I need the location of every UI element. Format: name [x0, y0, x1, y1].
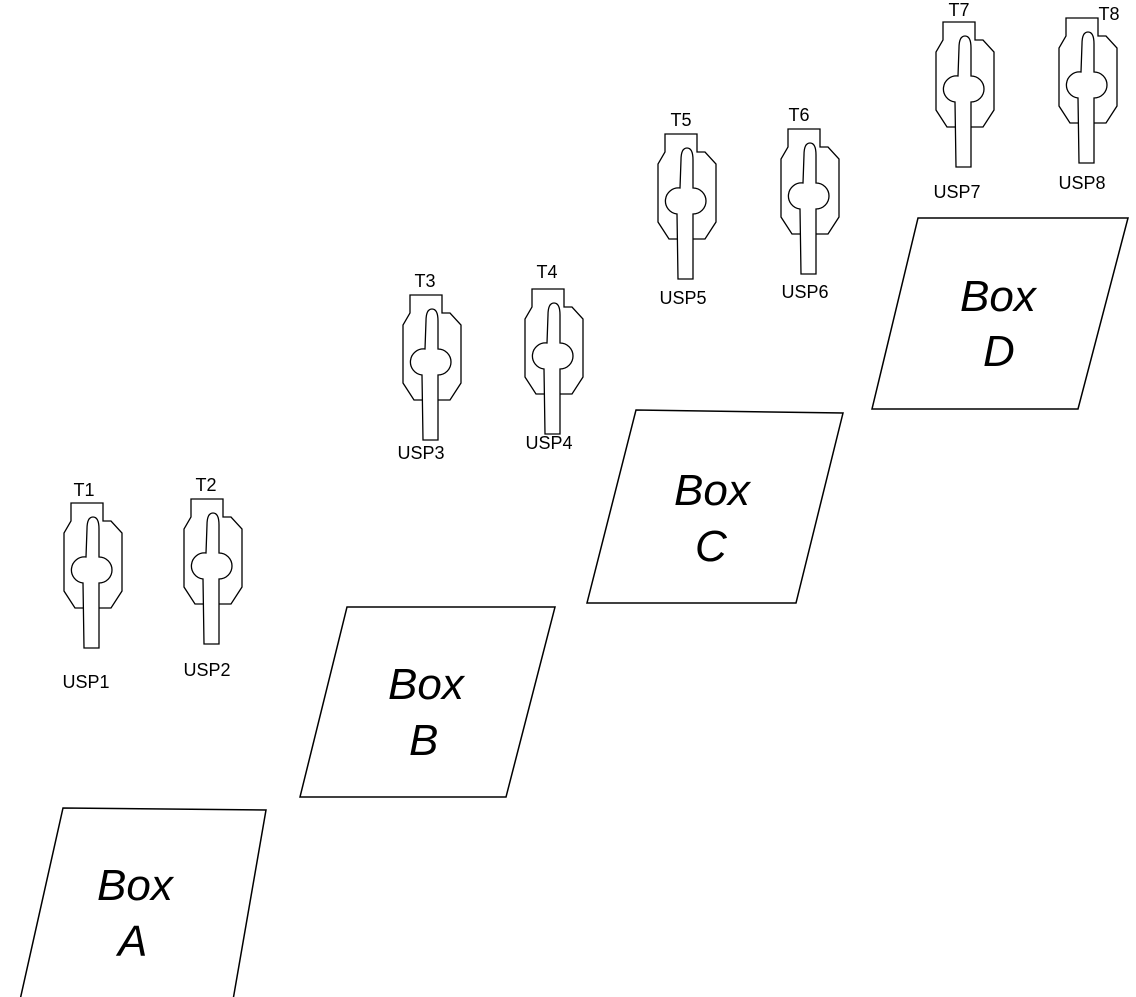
box-b-line2: B [409, 716, 438, 765]
box-a-line2: A [115, 917, 147, 966]
target-1-bottom-label: USP1 [62, 672, 109, 692]
target-3-bottom-label: USP3 [397, 443, 444, 463]
target-7: T7 USP7 [933, 0, 995, 202]
target-3: T3 USP3 [397, 271, 462, 463]
box-c-line1: Box [674, 466, 752, 515]
target-7-bottom-label: USP7 [933, 182, 980, 202]
target-5: T5 USP5 [657, 110, 717, 308]
target-6-top-label: T6 [788, 105, 809, 125]
target-4-top-label: T4 [536, 262, 557, 282]
target-1-top-label: T1 [73, 480, 94, 500]
box-c: Box C [586, 409, 844, 604]
box-a-line1: Box [97, 861, 175, 910]
target-2-bottom-label: USP2 [183, 660, 230, 680]
box-b: Box B [299, 606, 556, 798]
box-b-line1: Box [388, 660, 466, 709]
target-2-top-label: T2 [195, 475, 216, 495]
target-8-bottom-label: USP8 [1058, 173, 1105, 193]
target-2: T2 USP2 [183, 475, 243, 680]
box-d: Box D [871, 217, 1129, 410]
target-3-top-label: T3 [414, 271, 435, 291]
target-1: T1 USP1 [62, 480, 123, 692]
target-6: T6 USP6 [780, 105, 840, 302]
box-d-line2: D [983, 327, 1015, 376]
box-d-line1: Box [960, 272, 1038, 321]
target-7-top-label: T7 [948, 0, 969, 20]
target-5-top-label: T5 [670, 110, 691, 130]
box-c-line2: C [695, 522, 728, 571]
target-4-bottom-label: USP4 [525, 433, 572, 453]
target-4: T4 USP4 [524, 262, 584, 453]
target-8: T8 USP8 [1058, 4, 1120, 193]
box-a: Box A [19, 807, 267, 997]
target-5-bottom-label: USP5 [659, 288, 706, 308]
target-8-top-label: T8 [1098, 4, 1119, 24]
target-6-bottom-label: USP6 [781, 282, 828, 302]
